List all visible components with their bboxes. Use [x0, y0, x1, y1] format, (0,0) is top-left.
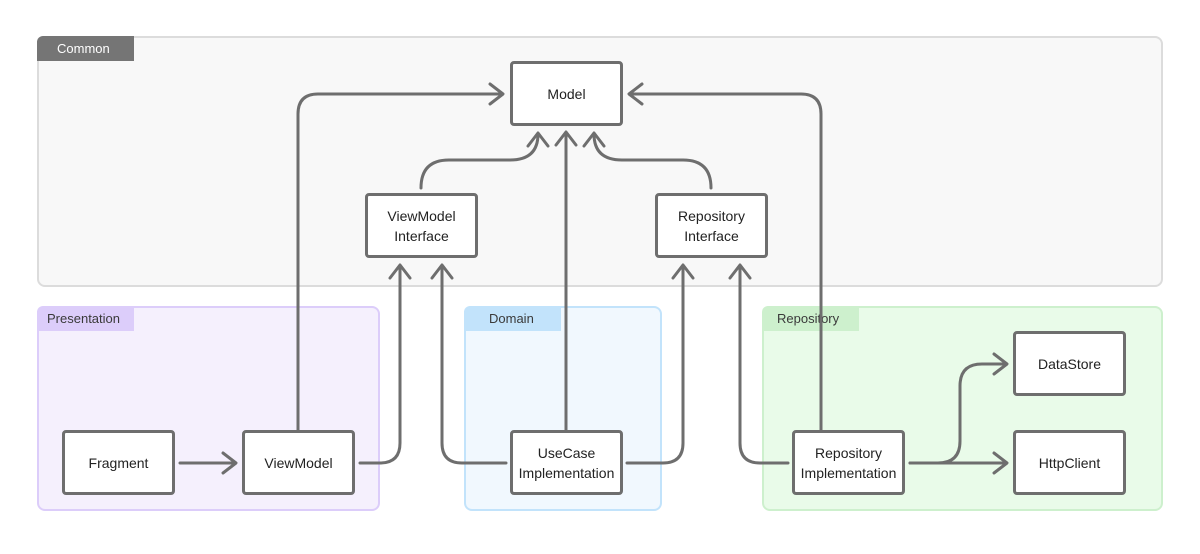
group-label-presentation: Presentation	[37, 306, 134, 331]
node-repository-interface[interactable]: Repository Interface	[655, 193, 768, 258]
edge-repository-implementation-repository-interface	[728, 263, 790, 465]
node-model[interactable]: Model	[510, 61, 623, 126]
node-viewmodel-interface[interactable]: ViewModel Interface	[365, 193, 478, 258]
node-fragment-line-1: Fragment	[88, 454, 149, 471]
group-domain: Domain	[464, 306, 662, 511]
edge-usecase-viewmodel-interface	[430, 263, 508, 465]
node-model-line-1: Model	[547, 85, 586, 102]
node-datastore-line-1: DataStore	[1037, 355, 1102, 372]
node-repository-implementation[interactable]: Repository Implementation	[792, 430, 905, 495]
node-viewmodel[interactable]: ViewModel	[242, 430, 355, 495]
node-repository-interface-line-2: Interface	[684, 227, 739, 244]
node-usecase-implementation-line-2: Implementation	[518, 464, 615, 481]
edge-viewmodel-interface-model	[419, 131, 550, 190]
edge-fragment-viewmodel	[178, 451, 238, 475]
node-httpclient[interactable]: HttpClient	[1013, 430, 1126, 495]
node-repository-interface-line-1: Repository	[678, 207, 745, 224]
group-label-common: Common	[37, 36, 134, 61]
edge-repository-interface-model	[582, 131, 713, 190]
node-usecase-implementation-line-1: UseCase	[537, 444, 596, 461]
node-repository-implementation-line-1: Repository	[815, 444, 882, 461]
node-fragment[interactable]: Fragment	[62, 430, 175, 495]
edge-repository-implementation-model	[627, 82, 823, 432]
group-label-repository: Repository	[762, 306, 859, 331]
edge-viewmodel-viewmodel-interface	[358, 263, 412, 465]
node-usecase-implementation[interactable]: UseCase Implementation	[510, 430, 623, 495]
edge-usecase-repository-interface	[625, 263, 695, 465]
node-viewmodel-interface-line-2: Interface	[394, 227, 449, 244]
edge-repository-implementation-httpclient	[908, 451, 1009, 475]
node-datastore[interactable]: DataStore	[1013, 331, 1126, 396]
edge-viewmodel-model	[296, 82, 505, 432]
edge-repository-implementation-datastore	[908, 352, 1009, 465]
node-httpclient-line-1: HttpClient	[1038, 454, 1101, 471]
node-viewmodel-line-1: ViewModel	[264, 454, 333, 471]
node-viewmodel-interface-line-1: ViewModel	[387, 207, 456, 224]
group-label-domain: Domain	[464, 306, 561, 331]
node-repository-implementation-line-2: Implementation	[800, 464, 897, 481]
edge-usecase-model	[554, 130, 578, 432]
